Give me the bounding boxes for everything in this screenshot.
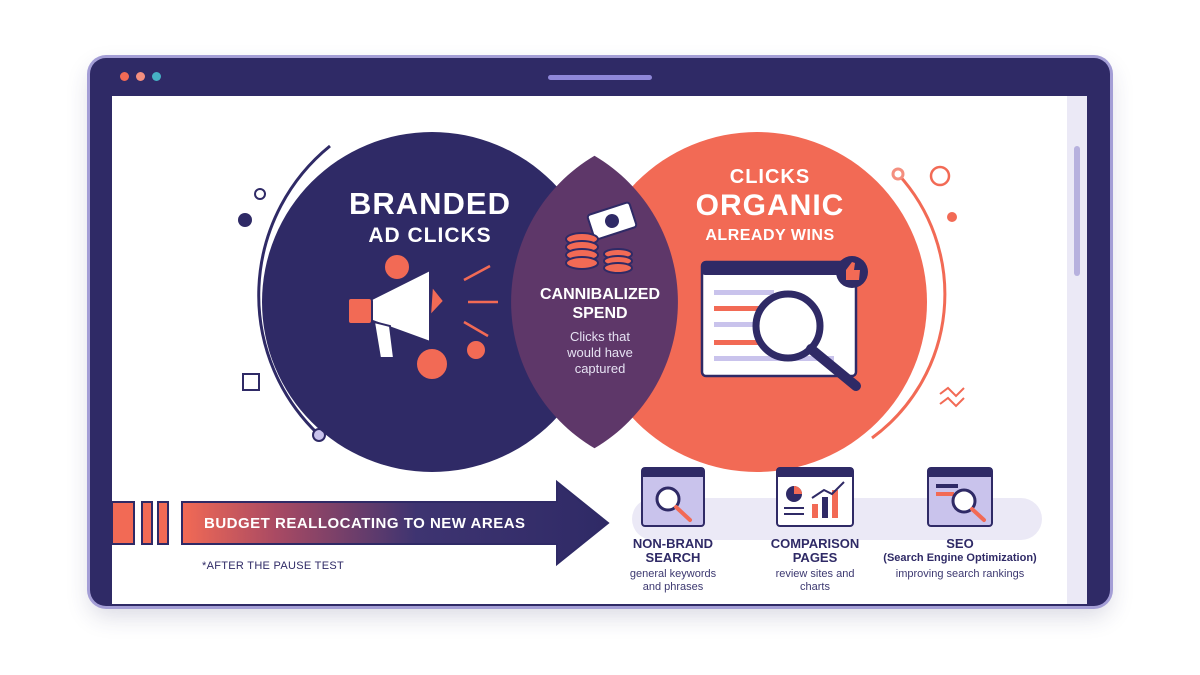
close-dot-icon[interactable] [120,72,129,81]
megaphone-icon [347,264,498,359]
overlap-desc-line1: Clicks that [570,329,630,344]
seo-icon [927,467,993,527]
banner-label: BUDGET REALLOCATING TO NEW AREAS [204,515,526,532]
decor-square [242,373,260,391]
left-decor-arc [257,144,331,436]
decor-zigzag [939,386,965,408]
category-non-brand-desc: general keywords and phrases [608,568,738,594]
category-non-brand-title-line2: SEARCH [645,550,701,565]
comparison-chart-icon [776,467,854,527]
organic-title: ORGANIC [695,189,845,222]
category-non-brand-title-line1: NON-BRAND [632,536,714,551]
decor-dot-coral [947,212,957,222]
category-comparison-desc-line2: charts [800,581,830,593]
overlap-description: Clicks that would have captured [532,329,668,377]
search-icon [752,290,824,362]
decor-dot-navy [238,213,252,227]
search-results-illustration [700,256,868,391]
overlap-title: CANNIBALIZED SPEND [522,285,678,323]
category-comparison-desc: review sites and charts [755,568,875,594]
category-non-brand-desc-line1: general keywords [629,568,717,580]
category-comparison-title: COMPARISON PAGES [755,537,875,565]
minimize-dot-icon[interactable] [136,72,145,81]
category-non-brand-desc-line2: and phrases [642,581,704,593]
diagram-canvas: BRANDED AD CLICKS CLICKS ORGANIC ALREADY… [112,96,1087,604]
vertical-scrollbar[interactable] [1067,96,1087,604]
banner-stripe-1 [112,501,135,545]
category-non-brand-title: NON-BRAND SEARCH [618,537,728,565]
dollar-coin-icon [383,253,487,381]
decor-ring-coral [929,165,951,187]
browser-window: BRANDED AD CLICKS CLICKS ORGANIC ALREADY… [90,58,1110,606]
scrollbar-thumb[interactable] [1074,146,1080,276]
decor-ring-small [254,188,266,200]
non-brand-search-icon [641,467,705,527]
money-stack-icon [565,201,638,274]
overlap-title-line1: CANNIBALIZED [540,286,660,303]
maximize-dot-icon[interactable] [152,72,161,81]
cannibalized-spend-overlap [511,155,678,449]
category-seo-title: SEO [946,536,974,551]
category-comparison-title-line1: COMPARISON [770,536,860,551]
category-comparison-title-line2: PAGES [792,550,838,565]
venn-diagram [112,132,1042,567]
window-drag-handle[interactable] [548,75,652,80]
banner-stripe-3 [157,501,169,545]
overlap-title-line2: SPEND [572,305,628,322]
branded-title: BRANDED [349,186,511,221]
category-seo-subtitle: (Search Engine Optimization) [883,552,1037,564]
category-seo-desc: improving search rankings [895,568,1025,580]
right-decor-arc [871,172,947,440]
right-arc-knob [891,167,905,181]
window-controls [120,72,161,81]
banner-stripe-2 [141,501,153,545]
footnote: *AFTER THE PAUSE TEST [202,560,344,572]
overlap-desc-line2: would have [567,345,633,360]
branded-subtitle: AD CLICKS [368,224,492,247]
organic-pre-title: CLICKS [729,166,811,188]
budget-arrow [181,479,610,567]
category-comparison-desc-line1: review sites and [775,568,855,580]
overlap-desc-line3: captured [574,361,626,376]
organic-subtitle: ALREADY WINS [705,227,835,244]
